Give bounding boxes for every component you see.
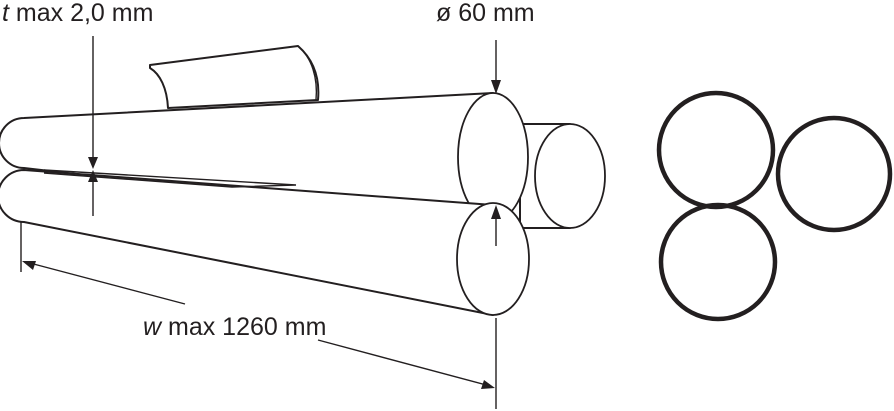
tube-upper	[0, 92, 529, 223]
tube-upper-end	[457, 92, 529, 222]
tube-lower-end	[456, 202, 530, 316]
width-dimension	[20, 222, 497, 409]
diameter-label: ø 60 mm	[436, 0, 535, 27]
thickness-label: t max 2,0 mm	[2, 0, 153, 27]
cross-section-ring-right	[775, 115, 893, 233]
thickness-dimension	[88, 36, 98, 216]
tube-back-right	[519, 123, 606, 229]
cross-section-ring-bottom	[658, 202, 778, 322]
flat-sheet	[43, 169, 297, 188]
diameter-dimension	[491, 40, 501, 246]
tube-lower	[0, 169, 530, 316]
cross-section-ring-top	[656, 90, 776, 210]
width-label: w max 1260 mm	[143, 313, 326, 341]
cross-section	[656, 90, 893, 322]
curved-sheet	[149, 45, 320, 109]
